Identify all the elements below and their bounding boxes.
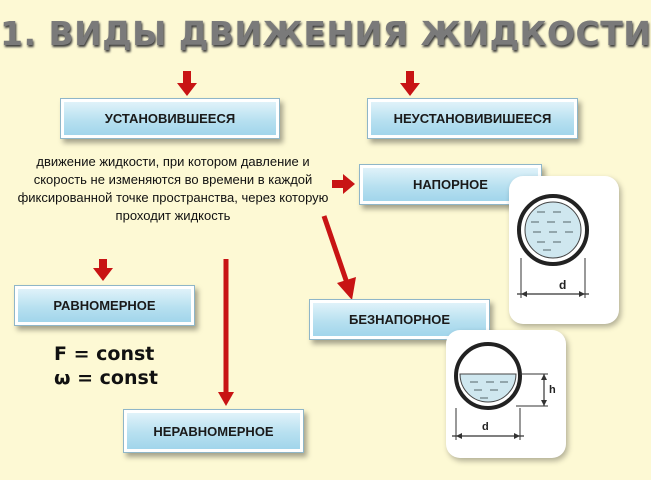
- partial-pipe-h-label: h: [549, 384, 556, 396]
- pressure-flow-label: НАПОРНОЕ: [413, 177, 488, 192]
- arrow-diagonal-free-surface-icon: [321, 215, 356, 300]
- partial-pipe-figure: h d: [446, 330, 566, 458]
- full-pipe-icon: d: [517, 194, 589, 298]
- formula-area-const: F = const: [54, 343, 155, 365]
- nonuniform-flow-box[interactable]: НЕРАВНОМЕРНОЕ: [123, 409, 304, 453]
- unsteady-flow-label: НЕУСТАНОВИВИШЕЕСЯ: [393, 111, 552, 126]
- steady-flow-definition: движение жидкости, при котором давление …: [17, 154, 329, 223]
- arrow-right-pressure-icon: [332, 174, 355, 194]
- uniform-flow-label: РАВНОМЕРНОЕ: [53, 298, 156, 313]
- page-title: 1. ВИДЫ ДВИЖЕНИЯ ЖИДКОСТИ: [0, 14, 651, 53]
- full-pipe-figure: d: [509, 176, 619, 324]
- formula-velocity-const: ω = const: [54, 367, 158, 389]
- unsteady-flow-box[interactable]: НЕУСТАНОВИВИШЕЕСЯ: [367, 98, 578, 139]
- uniform-flow-box[interactable]: РАВНОМЕРНОЕ: [14, 285, 195, 326]
- arrow-down-steady-icon: [177, 71, 197, 96]
- full-pipe-d-label: d: [559, 278, 566, 292]
- arrow-down-unsteady-icon: [400, 71, 420, 96]
- free-surface-flow-label: БЕЗНАПОРНОЕ: [348, 312, 451, 327]
- nonuniform-flow-label: НЕРАВНОМЕРНОЕ: [153, 423, 274, 439]
- arrow-down-nonuniform-icon: [218, 259, 234, 406]
- steady-flow-label: УСТАНОВИВШЕЕСЯ: [104, 111, 236, 126]
- arrow-down-uniform-icon: [93, 259, 113, 281]
- partial-pipe-d-label: d: [482, 421, 489, 433]
- free-surface-flow-box[interactable]: БЕЗНАПОРНОЕ: [309, 299, 490, 340]
- partial-pipe-icon: h d: [452, 342, 556, 440]
- steady-flow-box[interactable]: УСТАНОВИВШЕЕСЯ: [60, 98, 280, 139]
